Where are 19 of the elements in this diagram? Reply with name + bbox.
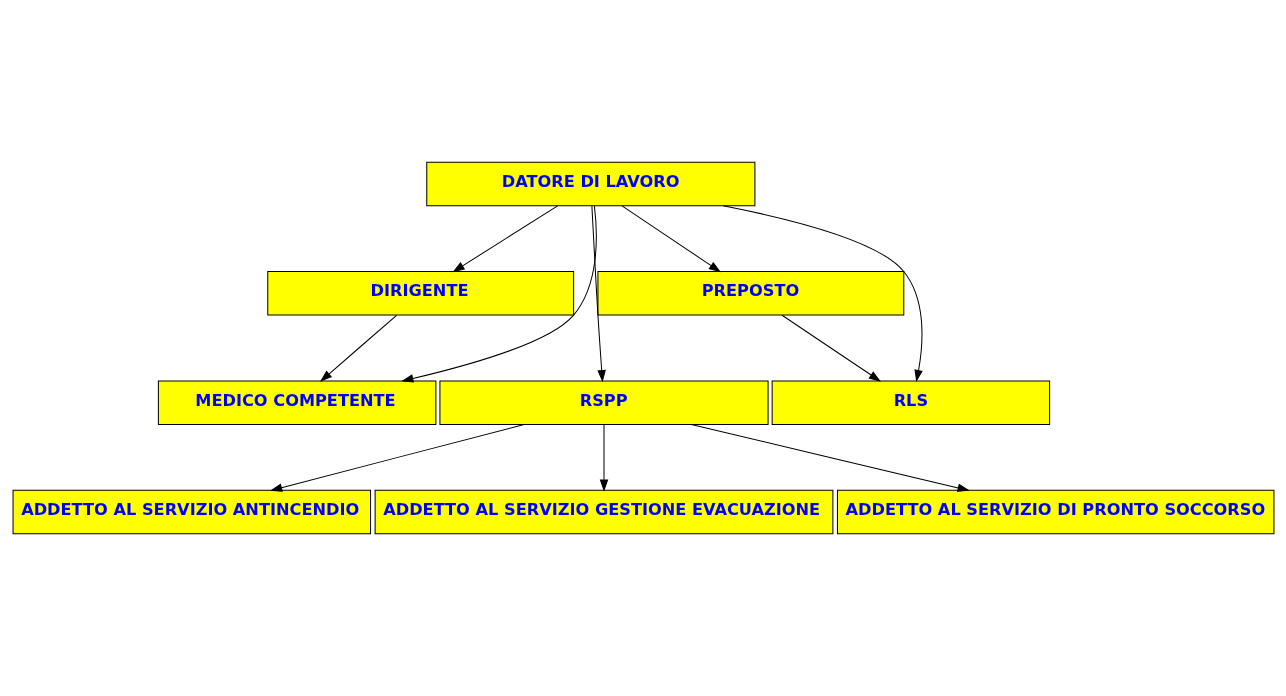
node-box: RLS [771, 380, 1050, 425]
arrow [319, 314, 397, 382]
arrow [599, 424, 608, 492]
arrow [621, 205, 721, 273]
node-box: PREPOSTO [596, 271, 904, 316]
arrow [781, 314, 881, 382]
node-box: ADDETTO AL SERVIZIO GESTIONE EVACUAZIONE [374, 489, 833, 535]
arrow [722, 205, 923, 383]
node-box: ADDETTO AL SERVIZIO DI PRONTO SOCCORSO [836, 489, 1274, 535]
node-box: MEDICO COMPETENTE [157, 380, 436, 425]
arrow [452, 205, 558, 273]
node-box: DIRIGENTE [266, 271, 574, 316]
arrow [690, 423, 970, 492]
arrow [269, 424, 525, 492]
arrow [590, 205, 606, 383]
node-box: RSPP [438, 380, 769, 425]
node-box: DATORE DI LAVORO [425, 161, 755, 207]
arrow [400, 205, 597, 383]
node-box: ADDETTO AL SERVIZIO ANTINCENDIO [12, 489, 371, 535]
